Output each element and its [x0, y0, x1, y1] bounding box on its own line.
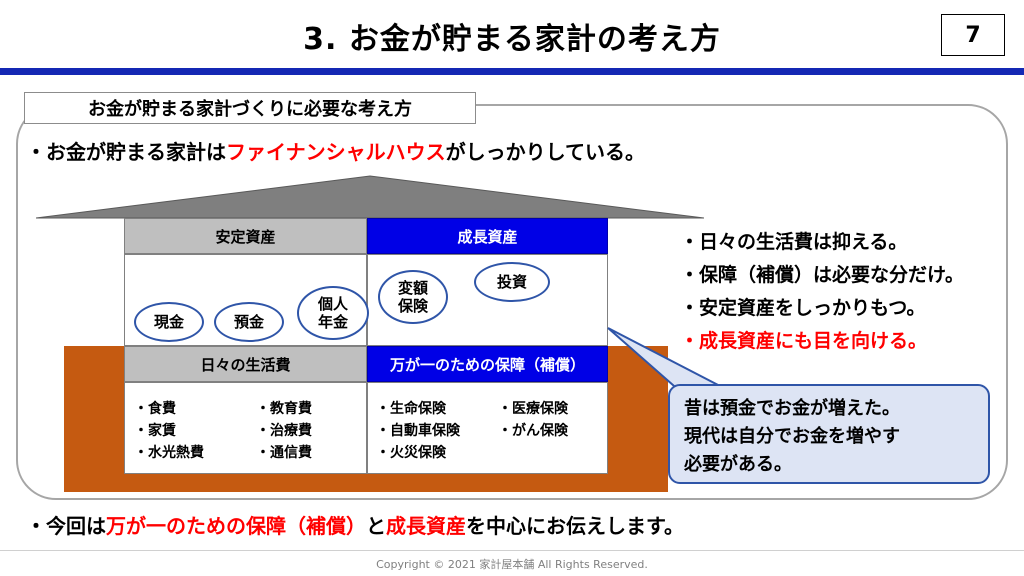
content-panel: [16, 104, 1008, 500]
statement-suffix: がしっかりしている。: [445, 140, 646, 164]
list-item: ・自動車保険: [376, 423, 460, 439]
oval-investment: 投資: [474, 262, 550, 302]
focus-statement: ・今回は万が一のための保障（補償）と成長資産を中心にお伝えします。: [26, 510, 684, 539]
list-item: ・通信費: [256, 445, 312, 461]
footer-divider: [0, 550, 1024, 551]
protection-box: [367, 382, 608, 474]
key-point: ・日々の生活費は抑える。: [680, 231, 908, 253]
key-point: ・安定資産をしっかりもつ。: [680, 297, 926, 319]
page-number: 7: [941, 14, 1005, 56]
slide-title: 3. お金が貯まる家計の考え方: [303, 22, 721, 57]
statement-highlight: ファイナンシャルハウス: [226, 140, 446, 164]
oval-cash: 現金: [134, 302, 204, 342]
protection-list-1: ・生命保険 ・自動車保険 ・火災保険: [376, 398, 460, 464]
protection-header: 万が一のための保障（補償）: [367, 346, 608, 382]
house-roof: [36, 175, 704, 219]
list-item: ・火災保険: [376, 445, 446, 461]
callout-line: 必要がある。: [684, 454, 792, 475]
list-item: ・教育費: [256, 401, 312, 417]
living-costs-header: 日々の生活費: [124, 346, 367, 382]
callout-pointer: [607, 327, 720, 400]
key-point: ・保障（補償）は必要な分だけ。: [680, 264, 965, 286]
stable-assets-header: 安定資産: [124, 218, 367, 254]
key-points-list: ・日々の生活費は抑える。 ・保障（補償）は必要な分だけ。 ・安定資産をしっかりも…: [680, 226, 964, 358]
living-costs-list-2: ・教育費 ・治療費 ・通信費: [256, 398, 312, 464]
focus-prefix: ・今回は: [26, 514, 106, 538]
focus-highlight-growth: 成長資産: [386, 514, 466, 538]
oval-deposit: 預金: [214, 302, 284, 342]
focus-suffix: を中心にお伝えします。: [466, 514, 684, 538]
callout-line: 昔は預金でお金が増えた。: [684, 398, 900, 419]
list-item: ・食費: [134, 401, 176, 417]
oval-personal-pension: 個人 年金: [297, 286, 369, 340]
focus-middle: と: [366, 514, 386, 538]
list-item: ・治療費: [256, 423, 312, 439]
callout-line: 現代は自分でお金を増やす: [684, 426, 900, 447]
living-costs-box: [124, 382, 367, 474]
statement-prefix: ・お金が貯まる家計は: [26, 140, 226, 164]
callout-box: 昔は預金でお金が増えた。 現代は自分でお金を増やす 必要がある。: [668, 384, 990, 484]
list-item: ・生命保険: [376, 401, 446, 417]
list-item: ・水光熱費: [134, 445, 204, 461]
key-point-highlight: ・成長資産にも目を向ける。: [680, 330, 928, 352]
header-divider: [0, 68, 1024, 75]
copyright-text: Copyright © 2021 家計屋本舗 All Rights Reserv…: [376, 558, 648, 571]
panel-tab-label: お金が貯まる家計づくりに必要な考え方: [24, 92, 476, 124]
focus-highlight-protection: 万が一のための保障（補償）: [106, 514, 366, 538]
list-item: ・医療保険: [498, 401, 568, 417]
protection-list-2: ・医療保険 ・がん保険: [498, 398, 568, 442]
oval-variable-insurance: 変額 保険: [378, 270, 448, 324]
financial-house-statement: ・お金が貯まる家計はファイナンシャルハウスがしっかりしている。: [26, 136, 645, 165]
growth-assets-header: 成長資産: [367, 218, 608, 254]
living-costs-list-1: ・食費 ・家賃 ・水光熱費: [134, 398, 204, 464]
list-item: ・家賃: [134, 423, 176, 439]
list-item: ・がん保険: [498, 423, 568, 439]
